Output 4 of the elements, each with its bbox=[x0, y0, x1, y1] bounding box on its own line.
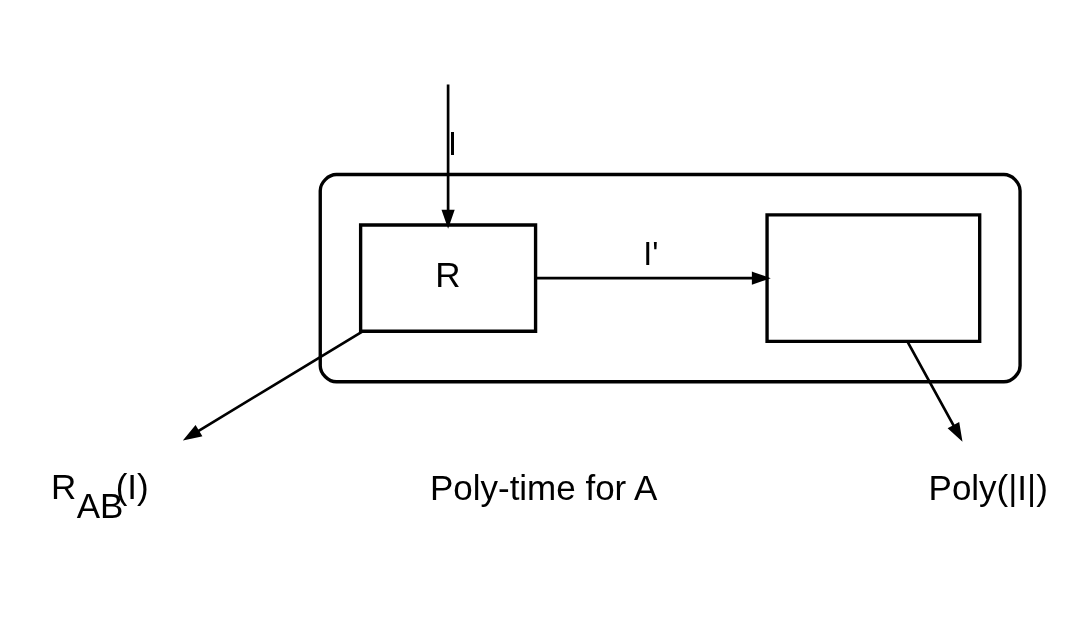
edge-label: I' bbox=[643, 235, 659, 272]
label: Poly-time for A bbox=[429, 467, 658, 507]
edge-label: I bbox=[448, 125, 458, 162]
node-text: Poly(|I|) bbox=[928, 467, 1048, 507]
